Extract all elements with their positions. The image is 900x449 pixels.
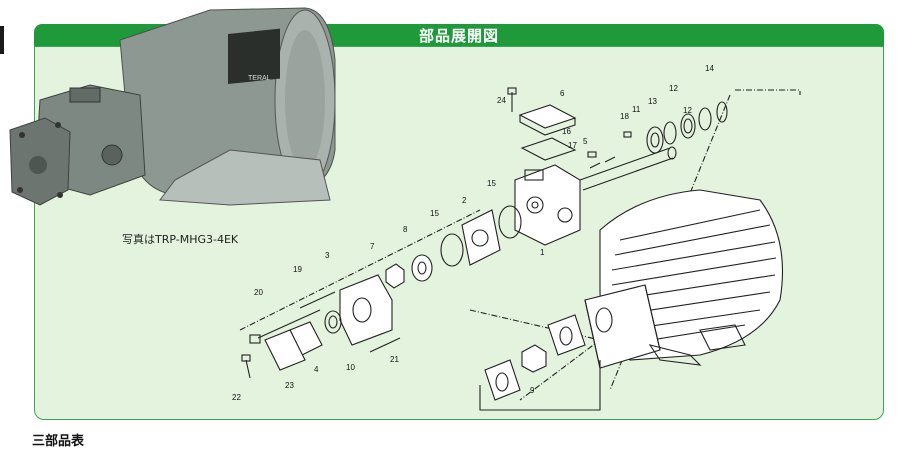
exploded-diagram: TERAL xyxy=(9,7,801,411)
part-number: 1 xyxy=(540,248,545,257)
part-number: 24 xyxy=(497,96,506,105)
part-number: 8 xyxy=(403,225,408,234)
nameplate-text: TERAL xyxy=(248,75,271,82)
page: 部品展開図 TERAL xyxy=(0,7,884,449)
part-number: 13 xyxy=(648,97,657,106)
part-number: 19 xyxy=(293,265,302,274)
part-number: 20 xyxy=(254,288,263,297)
part-number: 4 xyxy=(314,365,319,374)
part-number: 12 xyxy=(683,106,692,115)
part-number: 15 xyxy=(430,209,439,218)
part-number: 9 xyxy=(530,386,535,395)
part-number: 18 xyxy=(620,112,629,121)
part-number: 21 xyxy=(390,355,399,364)
part-number: 23 xyxy=(285,381,294,390)
part-number: 5 xyxy=(583,137,588,146)
part-number: 14 xyxy=(705,64,714,73)
part-number: 16 xyxy=(562,127,571,136)
photo-caption: 写真はTRP-MHG3-4EK xyxy=(122,233,239,246)
part-number: 11 xyxy=(632,105,641,114)
left-marker xyxy=(0,26,4,54)
part-labels: 1 2 3 4 5 6 7 8 9 10 11 12 12 13 14 15 1… xyxy=(232,64,714,402)
parts-drawing xyxy=(239,87,801,411)
part-number: 7 xyxy=(370,242,375,251)
pump-motor-photo: TERAL xyxy=(9,7,336,206)
part-number: 6 xyxy=(560,89,565,98)
part-number: 22 xyxy=(232,393,241,402)
part-number: 10 xyxy=(346,363,355,372)
part-number: 17 xyxy=(568,141,577,150)
part-number: 2 xyxy=(462,196,467,205)
section-title: 部品展開図 xyxy=(418,26,499,45)
part-number: 12 xyxy=(669,84,678,93)
part-number: 3 xyxy=(325,251,330,260)
part-number: 15 xyxy=(487,179,496,188)
